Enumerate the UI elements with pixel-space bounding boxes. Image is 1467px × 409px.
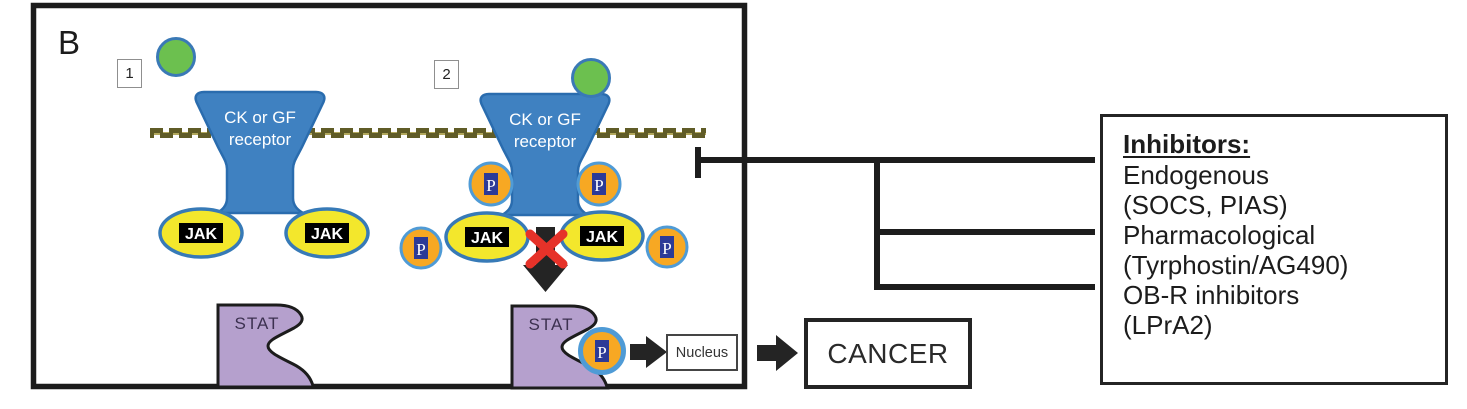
stat-2-label: STAT [529,315,574,334]
jak-oval-2: JAK [284,207,370,259]
step-2-box: 2 [434,60,459,89]
receptor-1-label-line1: CK or GF [224,108,296,127]
phospho-1-badge [484,173,498,195]
phospho-circle-on-stat: P [578,327,626,375]
phospho-3-label: P [416,240,425,259]
phospho-4-badge [660,236,674,258]
phospho-5-badge [595,340,609,362]
inhibition-x-icon [525,229,568,269]
receptor-1: CK or GF receptor [194,90,326,215]
x-stroke-2 [525,229,568,269]
cancer-box: CANCER [804,318,972,389]
activation-arrow-down [523,227,568,292]
inhibitor-line-tyrphostin: (Tyrphostin/AG490) [1123,250,1349,280]
phospho-2-label: P [594,176,603,195]
receptor-1-label-line2: receptor [229,130,292,149]
jak-3-badge [465,227,509,247]
inhibitor-line-obr: OB-R inhibitors [1123,280,1300,310]
receptor-2-label-line1: CK or GF [509,110,581,129]
jak-2-label: JAK [311,226,343,243]
jak-oval-3: JAK [444,211,530,263]
panel-label: B [58,24,81,61]
arrow-to-cancer-icon [757,335,798,371]
phospho-circle-outer-left: P [399,226,443,270]
phospho-circle-receptor-left: P [468,161,514,207]
phospho-circle-receptor-right: P [576,161,622,207]
panel-frame [30,2,748,390]
step-1-box: 1 [117,59,142,88]
phospho-circle-outer-right: P [645,225,689,269]
phospho-4-label: P [662,239,671,258]
jak-oval-1: JAK [158,207,244,259]
jak-1-label: JAK [185,226,217,243]
phospho-2-badge [592,173,606,195]
arrow-to-nucleus-icon [630,336,667,368]
ligand-circle-1 [156,37,196,77]
inhibitors-title: Inhibitors: [1123,129,1251,159]
stat-1-label: STAT [235,314,280,333]
jak-1-badge [179,223,223,243]
inhibitor-line-pharmacological: Pharmacological [1123,220,1316,250]
jak-4-badge [580,226,624,246]
inhibitor-line-socs-pias: (SOCS, PIAS) [1123,190,1288,220]
jak-4-label: JAK [586,229,618,246]
inhibitor-connectors [695,147,1095,290]
stat-1-shape [216,303,316,389]
phospho-3-badge [414,237,428,259]
receptor-2-label-line2: receptor [514,132,577,151]
ligand-circle-2 [571,58,611,98]
phospho-5-label: P [597,343,606,362]
jak-3-label: JAK [471,230,503,247]
phospho-1-label: P [486,176,495,195]
jak-oval-4: JAK [559,210,645,262]
inhibitor-line-lpra2: (LPrA2) [1123,310,1213,340]
stat-1: STAT [216,303,316,389]
jak-2-badge [305,223,349,243]
inhibitors-box: Inhibitors: Endogenous (SOCS, PIAS) Phar… [1100,114,1448,385]
nucleus-box: Nucleus [666,334,738,371]
inhibitor-line-endogenous: Endogenous [1123,160,1270,190]
